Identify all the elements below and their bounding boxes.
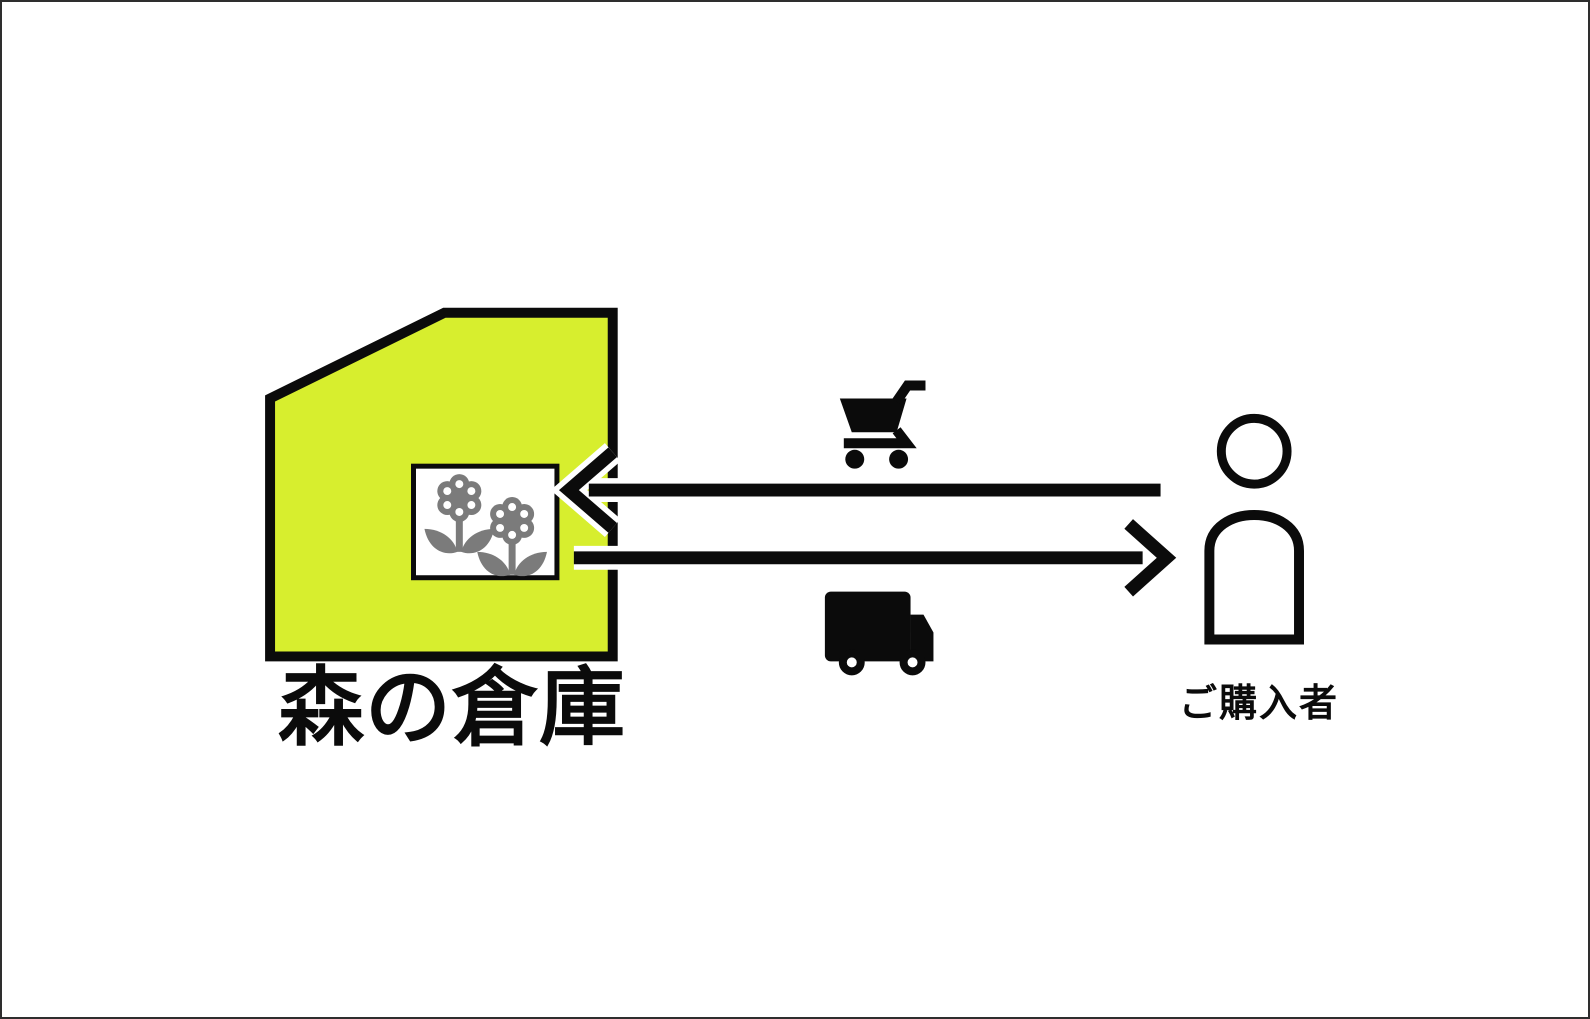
arrow-right-head bbox=[1124, 519, 1177, 597]
buyer-label: ご購入者 bbox=[1178, 681, 1339, 725]
product-box bbox=[411, 463, 560, 581]
warehouse-label: 森の倉庫 bbox=[278, 657, 626, 758]
order-arrow bbox=[550, 443, 1161, 537]
arrow-left-head bbox=[558, 447, 617, 533]
shopping-cart-icon bbox=[839, 380, 926, 469]
person-icon bbox=[1204, 413, 1304, 645]
truck-icon bbox=[824, 591, 934, 676]
delivery-arrow bbox=[573, 515, 1185, 601]
